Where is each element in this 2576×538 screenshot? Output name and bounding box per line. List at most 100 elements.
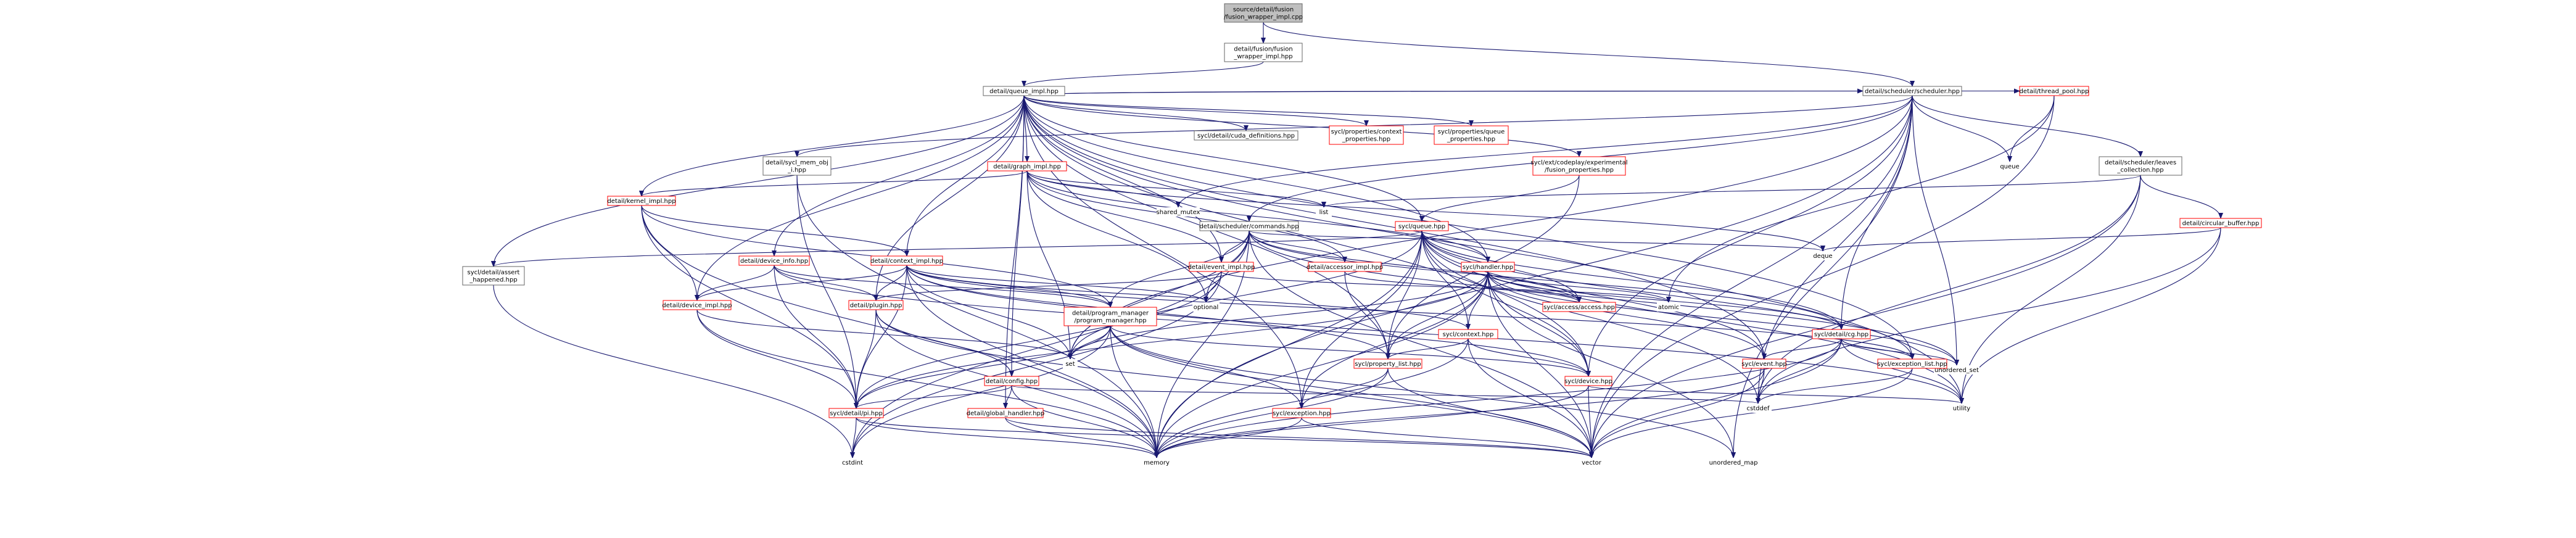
edge-program_manager-to-sycl_device: [1110, 325, 1591, 377]
node-ctx-props[interactable]: sycl/properties/context_properties.hpp: [1329, 125, 1404, 145]
node-list: list: [1316, 207, 1332, 217]
label-backdrop: [1744, 404, 1772, 413]
node-box: [1862, 86, 1962, 96]
node-graph-impl[interactable]: detail/graph_impl.hpp: [987, 161, 1067, 172]
node-box: [987, 161, 1067, 172]
node-label: cstdint: [842, 460, 863, 466]
node-label: deque: [1813, 253, 1832, 260]
edge-scheduler-to-cstddef: [1756, 95, 1913, 404]
edge-kernel_impl-to-context_impl: [641, 205, 909, 257]
node-program-manager[interactable]: detail/program_manager/program_manager.h…: [1063, 307, 1157, 326]
node-device-impl[interactable]: detail/device_impl.hpp: [662, 300, 732, 310]
edge-cg-to-exception_list: [1841, 338, 1915, 360]
node-label: detail/context_impl.hpp: [870, 258, 943, 265]
label-backdrop: [1063, 359, 1078, 368]
edge-device_info-to-plugin: [774, 265, 878, 301]
edge-cg-to-utility: [1841, 338, 1964, 404]
node-queue-impl[interactable]: detail/queue_impl.hpp: [983, 86, 1065, 96]
label-backdrop: [1812, 251, 1834, 260]
node-leaves[interactable]: detail/scheduler/leaves_collection.hpp: [2099, 156, 2182, 176]
node-sycl-mem-obj[interactable]: detail/sycl_mem_obj_i.hpp: [762, 156, 832, 176]
node-commands[interactable]: detail/scheduler/commands.hpp: [1199, 221, 1299, 231]
node-label: _happened.hpp: [469, 277, 517, 284]
node-label: detail/scheduler/leaves: [2105, 160, 2176, 167]
node-kernel-impl[interactable]: detail/kernel_impl.hpp: [607, 196, 676, 206]
label-backdrop: [1144, 458, 1170, 467]
node-memory: memory: [1144, 458, 1170, 467]
node-thread-pool[interactable]: detail/thread_pool.hpp: [2019, 86, 2089, 96]
edge-commands-to-deque: [1249, 230, 1825, 252]
node-scheduler[interactable]: detail/scheduler/scheduler.hpp: [1862, 86, 1962, 96]
node-event-impl[interactable]: detail/event_impl.hpp: [1188, 262, 1255, 272]
node-sycl-queue[interactable]: sycl/queue.hpp: [1395, 221, 1449, 231]
node-access[interactable]: sycl/access/access.hpp: [1542, 302, 1616, 312]
edge-context_impl-to-set: [906, 265, 1073, 360]
node-box: [1224, 43, 1303, 62]
node-label: _properties.hpp: [1447, 136, 1495, 143]
node-config[interactable]: detail/config.hpp: [984, 376, 1039, 386]
node-sycl-device[interactable]: sycl/device.hpp: [1564, 376, 1612, 386]
node-cg[interactable]: sycl/detail/cg.hpp: [1812, 329, 1871, 339]
edge-context_impl-to-optional: [906, 265, 1208, 303]
node-exception[interactable]: sycl/exception.hpp: [1272, 408, 1331, 418]
node-queue-props[interactable]: sycl/properties/queue_properties.hpp: [1434, 125, 1509, 145]
node-property-list[interactable]: sycl/property_list.hpp: [1353, 358, 1422, 369]
edge-event_impl-to-pi: [854, 271, 1222, 409]
node-assert-happened[interactable]: sycl/detail/assert_happened.hpp: [462, 266, 525, 286]
edge-sycl_queue-to-assert_happened: [491, 230, 1422, 267]
node-root[interactable]: source/detail/fusion/fusion_wrapper_impl…: [1224, 3, 1303, 23]
node-label: queue: [2000, 163, 2019, 170]
edge-queue_impl-to-ctx_props: [1023, 95, 1369, 126]
label-backdrop: [1657, 302, 1680, 312]
node-context-impl[interactable]: detail/context_impl.hpp: [870, 255, 943, 266]
node-fusion-wrapper[interactable]: detail/fusion/fusion_wrapper_impl.hpp: [1224, 43, 1303, 62]
node-box: [1395, 221, 1449, 231]
edge-exception_list-to-cstddef: [1756, 368, 1913, 404]
edge-root-to-scheduler: [1263, 22, 1915, 87]
edge-sycl_context-to-sycl_device: [1468, 338, 1591, 377]
edge-sycl_handler-to-pi: [854, 271, 1488, 409]
node-box: [848, 300, 904, 310]
node-sycl-handler[interactable]: sycl/handler.hpp: [1461, 262, 1515, 272]
node-fusion-props[interactable]: sycl/ext/codeplay/experimental/fusion_pr…: [1531, 156, 1628, 176]
node-box: [870, 255, 943, 266]
edge-queue_impl-to-device_info: [772, 95, 1025, 257]
node-label: detail/event_impl.hpp: [1188, 264, 1255, 271]
edge-program_manager-to-set: [1068, 325, 1111, 360]
edge-sycl_queue-to-cstddef: [1421, 230, 1761, 404]
node-sycl-context[interactable]: sycl/context.hpp: [1438, 329, 1498, 339]
node-exception-list[interactable]: sycl/exception_list.hpp: [1877, 358, 1947, 369]
edge-exception-to-memory: [1154, 417, 1302, 458]
edge-circular_buffer-to-utility: [1959, 227, 2221, 404]
node-label: vector: [1582, 460, 1602, 466]
node-label: detail/fusion/fusion: [1234, 46, 1292, 53]
node-label: detail/device_impl.hpp: [662, 302, 732, 309]
node-cuda-defs[interactable]: sycl/detail/cuda_definitions.hpp: [1194, 130, 1298, 141]
edge-sycl_context-to-vector: [1468, 338, 1594, 458]
edge-accessor_impl-to-property_list: [1344, 271, 1390, 360]
edge-exception_list-to-vector: [1589, 368, 1913, 458]
edge-sycl_queue-to-utility: [1421, 230, 1964, 404]
node-label: sycl/handler.hpp: [1463, 264, 1513, 271]
node-pi[interactable]: sycl/detail/pi.hpp: [828, 408, 884, 418]
node-box: [1353, 358, 1422, 369]
edge-sycl_handler-to-sycl_device: [1487, 271, 1591, 377]
node-label: sycl/context.hpp: [1443, 331, 1494, 338]
node-plugin[interactable]: detail/plugin.hpp: [848, 300, 904, 310]
edge-queue_impl-to-plugin: [873, 95, 1025, 301]
node-circular-buffer[interactable]: detail/circular_buffer.hpp: [2179, 218, 2262, 228]
edge-queue_impl-to-exception_list: [1023, 95, 1915, 360]
edge-sycl_handler-to-unordered_set: [1487, 271, 1959, 366]
node-sycl-event[interactable]: sycl/event.hpp: [1741, 358, 1787, 369]
edge-leaves-to-circular_buffer: [2140, 175, 2223, 219]
node-label: utility: [1953, 405, 1971, 412]
node-global-handler[interactable]: detail/global_handler.hpp: [967, 408, 1044, 418]
edge-pi-to-memory: [856, 417, 1159, 458]
node-label: shared_mutex: [1157, 209, 1200, 216]
node-label: detail/scheduler/scheduler.hpp: [1865, 88, 1960, 95]
edge-sycl_queue-to-set: [1068, 230, 1422, 360]
edge-queue_impl-to-scheduler: [1023, 88, 1864, 96]
node-deque: deque: [1812, 251, 1834, 260]
node-device-info[interactable]: detail/device_info.hpp: [738, 255, 810, 266]
node-accessor-impl[interactable]: detail/accessor_impl.hpp: [1307, 262, 1383, 272]
